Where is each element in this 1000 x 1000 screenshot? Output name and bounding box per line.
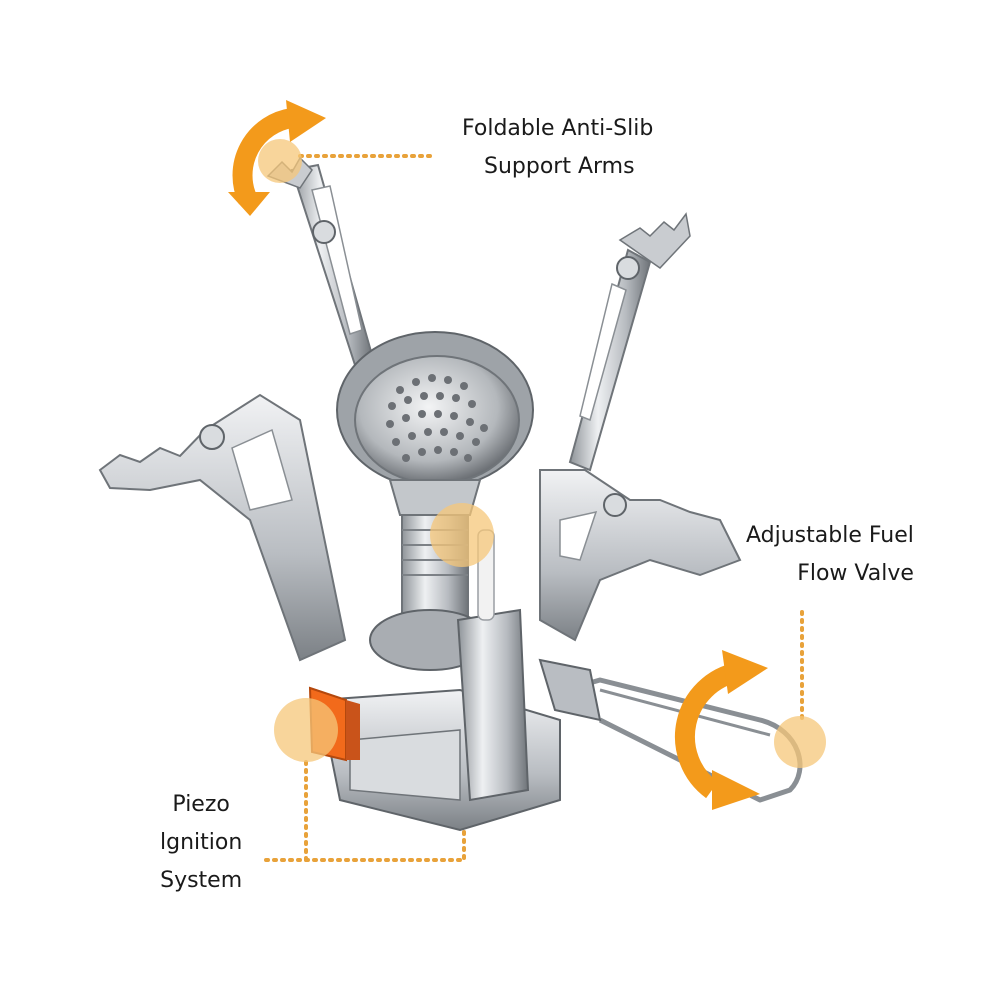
callout-marker-icon xyxy=(774,716,826,768)
label-ignition-line3: System xyxy=(160,868,243,893)
label-support-arms-line2: Support Arms xyxy=(484,154,635,179)
label-ignition: Piezo lgnition System xyxy=(160,786,242,900)
rotate-arrow-icon xyxy=(228,100,326,216)
burner-holes xyxy=(386,374,488,462)
callout-marker-icon xyxy=(274,698,338,762)
burner-head xyxy=(336,331,534,516)
support-arm-back-left xyxy=(266,156,374,367)
support-arm-back-right xyxy=(568,212,691,472)
label-ignition-line2: lgnition xyxy=(160,830,243,855)
support-arm-front-right xyxy=(539,469,742,642)
stove-body xyxy=(318,514,561,832)
label-fuel-valve-line1: Adjustable Fuel xyxy=(746,523,914,548)
label-fuel-valve-line2: Flow Valve xyxy=(797,561,914,586)
label-ignition-line1: Piezo xyxy=(172,792,230,817)
label-support-arms: Foldable Anti-Slib Support Arms xyxy=(462,110,653,186)
callout-markers xyxy=(258,139,826,768)
label-support-arms-line1: Foldable Anti-Slib xyxy=(462,116,654,141)
callout-marker-icon xyxy=(258,139,302,183)
rotate-arrow-icon xyxy=(674,650,768,810)
leader-ignition xyxy=(258,760,308,862)
support-arm-front-left xyxy=(98,393,347,662)
label-fuel-valve: Adjustable Fuel Flow Valve xyxy=(746,517,914,593)
callout-marker-icon xyxy=(430,503,494,567)
